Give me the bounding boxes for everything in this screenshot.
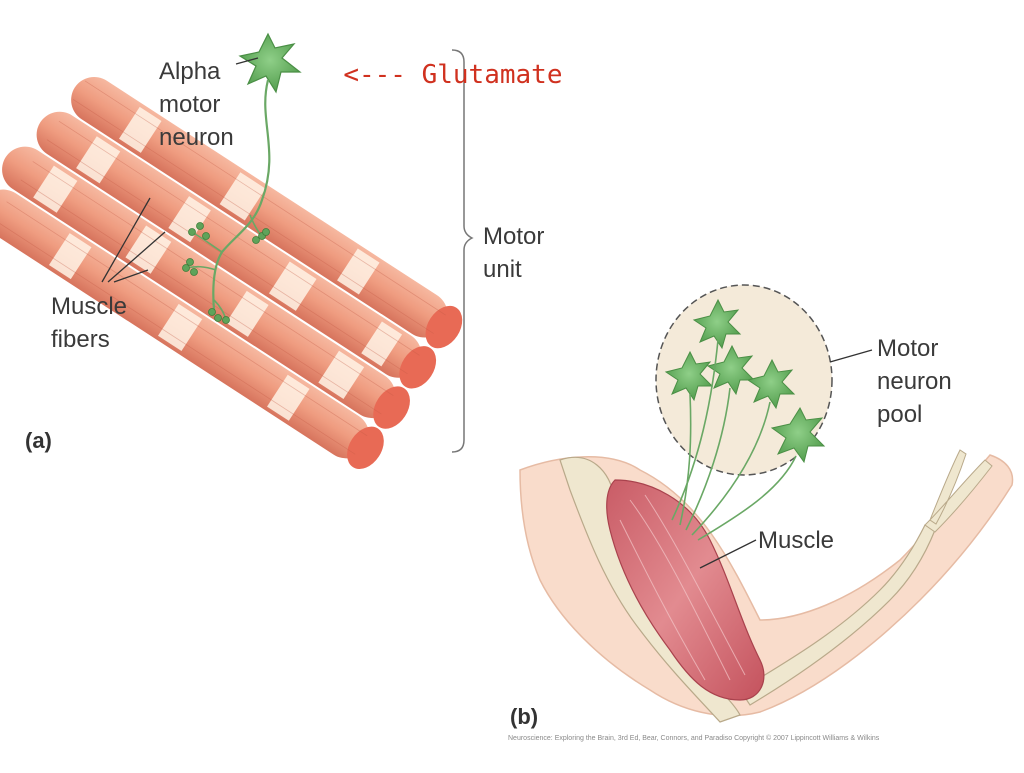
muscle-label: Muscle: [758, 527, 835, 554]
muscle-fiber: [2, 146, 410, 429]
muscle-fiber: [0, 189, 384, 470]
motor-neuron-pool-label: Motor neuron pool: [877, 335, 952, 428]
leader-lines-b: [699, 349, 873, 569]
pool-axons: [671, 339, 797, 541]
muscle-fiber-bundle: [0, 76, 463, 470]
motor-neuron-pool: [655, 284, 833, 541]
alpha-motor-neuron: [182, 32, 302, 324]
copyright-credit: Neuroscience: Exploring the Brain, 3rd E…: [508, 735, 880, 742]
glutamate-annotation: <--- Glutamate: [312, 30, 562, 90]
synaptic-terminals: [182, 222, 270, 324]
panel-b-label: (b): [510, 704, 539, 729]
pool-neuron-soma: [692, 298, 742, 350]
motor-unit-label: Motor unit: [483, 223, 545, 283]
alpha-motor-neuron-label: Alpha motor neuron: [159, 58, 234, 151]
arm-illustration: [519, 449, 1014, 723]
panel-a-label: (a): [25, 428, 52, 453]
hand-bones: [924, 449, 993, 533]
pool-neuron-soma: [770, 406, 826, 464]
glutamate-label: Glutamate: [421, 60, 563, 90]
motor-unit-bracket: [451, 49, 474, 453]
neuron-axon: [212, 79, 271, 311]
pool-neuron-soma: [746, 358, 796, 410]
leader-lines-a: [101, 57, 259, 283]
neuron-soma: [238, 32, 302, 94]
pool-neuron-soma: [706, 344, 756, 396]
muscle-fibers-label: Muscle fibers: [51, 293, 128, 353]
pool-neuron-soma: [664, 350, 714, 402]
glutamate-arrow: <---: [343, 60, 406, 90]
